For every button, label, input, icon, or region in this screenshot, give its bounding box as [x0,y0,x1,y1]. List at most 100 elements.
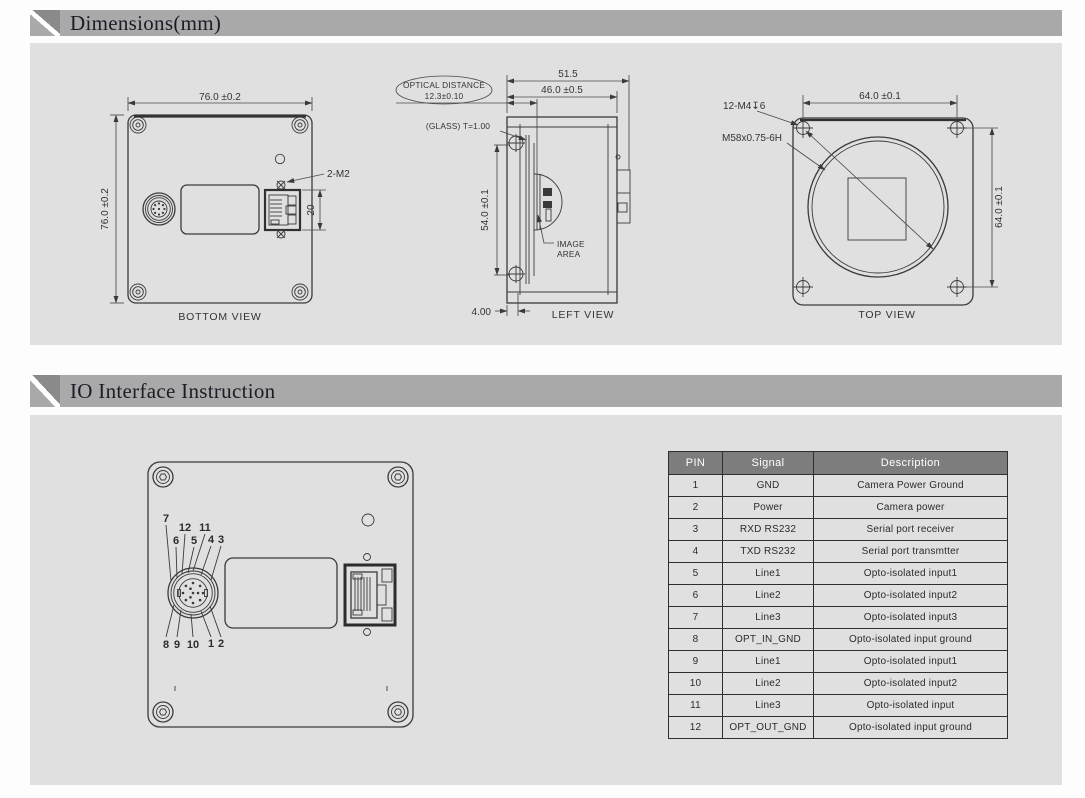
signal-cell: TXD RS232 [722,540,814,563]
dimensions-panel: 76.0 ±0.2 76.0 ±0.2 2-M2 20 BOTTOM VIEW [30,43,1062,345]
pin-cell: 11 [668,694,723,717]
dim-total-label: 51.5 [558,69,578,80]
section-header-dimensions: Dimensions(mm) [30,10,1062,36]
top-view-dimensions [756,95,998,288]
pin-cell: 6 [668,584,723,607]
description-cell: Opto-isolated input ground [813,628,1008,651]
dim-height-label: 76.0 ±0.2 [100,188,111,230]
signal-cell: Line2 [722,672,814,695]
rj45-connector-icon [343,553,397,636]
dim-connector-label: 20 [306,204,317,216]
table-header-row: PIN Signal Description [668,451,1008,475]
dim-width-label: 64.0 ±0.1 [859,91,901,102]
description-cell: Opto-isolated input2 [813,584,1008,607]
signal-cell: GND [722,474,814,497]
camera-body [147,461,414,728]
thread-spec-label: M58x0.75-6H [722,133,782,144]
side-connector-bump [615,154,631,224]
section-marker-icon [30,375,60,407]
flange-screw-icon [507,134,525,283]
pin-number: 3 [218,534,224,546]
pin-cell: 9 [668,650,723,673]
pin-cell: 1 [668,474,723,497]
section-title: Dimensions(mm) [70,10,222,35]
dimension-drawings: 76.0 ±0.2 76.0 ±0.2 2-M2 20 BOTTOM VIEW [100,69,1005,323]
section-title: IO Interface Instruction [70,378,276,403]
pin-cell: 4 [668,540,723,563]
pin-cell: 8 [668,628,723,651]
rj45-connector-icon [263,180,302,239]
label-slot [224,557,338,629]
dim-height-label: 64.0 ±0.1 [994,186,1005,228]
top-view-label: TOP VIEW [858,309,915,321]
pin-number: 5 [191,535,197,547]
io-rear-view-drawing: 7 12 11 6 5 4 3 8 9 10 1 2 [147,461,414,728]
hex-screw-icon [152,466,409,723]
section-marker-icon [30,10,60,36]
signal-cell: OPT_IN_GND [722,628,814,651]
signal-cell: RXD RS232 [722,518,814,541]
description-cell: Camera Power Ground [813,474,1008,497]
col-header-signal: Signal [722,451,814,475]
pin-number: 2 [218,638,224,650]
pin-number: 6 [173,535,179,547]
pin-cell: 12 [668,716,723,739]
bottom-view-label: BOTTOM VIEW [178,311,261,323]
optical-distance-label: OPTICAL DISTANCE [403,80,485,90]
pin-number: 8 [163,639,169,651]
glass-label: (GLASS) T=1.00 [426,121,490,131]
pin-cell: 10 [668,672,723,695]
power-connector-icon [167,567,219,619]
description-cell: Serial port transmtter [813,540,1008,563]
io-panel: 7 12 11 6 5 4 3 8 9 10 1 2 PIN Signal De… [30,415,1062,785]
left-view-dimensions [395,75,630,316]
screw-spec-label: 12-M4↧6 [723,101,766,112]
sensor-window [847,177,907,241]
lens-section [533,173,563,231]
signal-cell: Line3 [722,694,814,717]
pin-number: 11 [199,522,211,534]
screw-spec-label: 2-M2 [327,169,350,180]
pin-cell: 3 [668,518,723,541]
left-view-label: LEFT VIEW [552,309,614,321]
top-view-drawing: 64.0 ±0.1 64.0 ±0.1 12-M4↧6 M58x0.75-6H … [722,91,1005,321]
image-area-label-1: IMAGE [557,239,585,249]
corner-screw-icon [129,116,309,301]
pin-cell: 7 [668,606,723,629]
indicator-hole [361,513,375,527]
image-area-label-2: AREA [557,249,581,259]
dim-body-label: 46.0 ±0.5 [541,85,583,96]
label-slot [180,184,260,235]
left-view-drawing: 51.5 46.0 ±0.5 OPTICAL DISTANCE 12.3±0.1… [395,69,631,321]
bottom-view-drawing: 76.0 ±0.2 76.0 ±0.2 2-M2 20 BOTTOM VIEW [100,92,350,323]
description-cell: Opto-isolated input3 [813,606,1008,629]
pin-number: 9 [174,639,180,651]
bottom-view-dimensions [110,97,326,304]
lens-mount-circle [807,136,949,278]
dim-width-label: 76.0 ±0.2 [199,92,241,103]
signal-cell: Line3 [722,606,814,629]
signal-cell: OPT_OUT_GND [722,716,814,739]
optical-distance-value: 12.3±0.10 [425,91,464,101]
signal-cell: Line2 [722,584,814,607]
description-cell: Opto-isolated input1 [813,562,1008,585]
indicator-hole [274,153,286,165]
dim-side-label: 54.0 ±0.1 [480,189,491,231]
pin-number: 10 [187,639,199,651]
pin-number: 7 [163,513,169,525]
signal-cell: Power [722,496,814,519]
col-header-pin: PIN [668,451,723,475]
